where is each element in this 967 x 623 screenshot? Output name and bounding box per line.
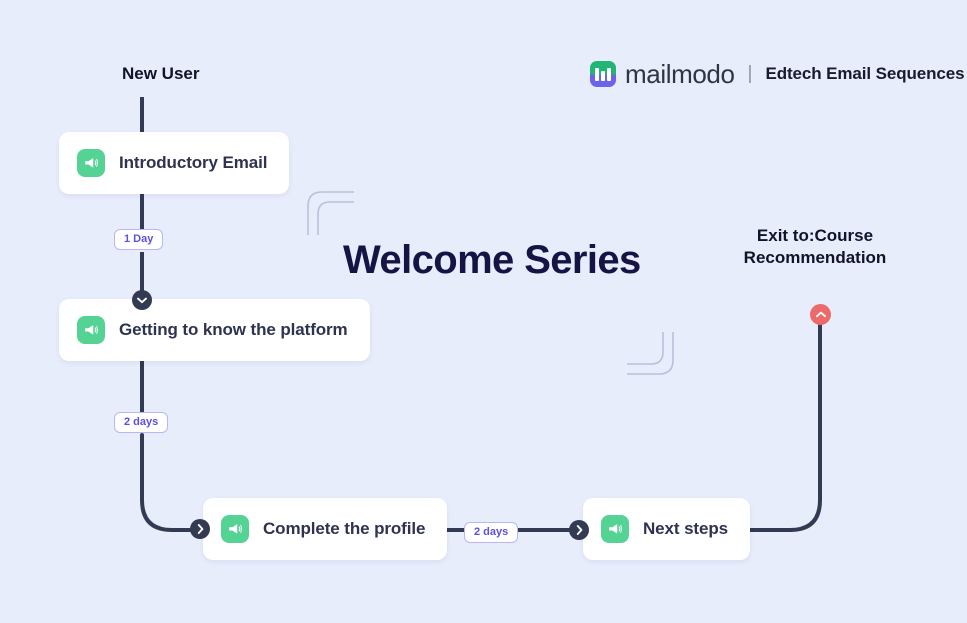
megaphone-icon — [221, 515, 249, 543]
node-introductory-email[interactable]: Introductory Email — [59, 132, 290, 194]
brand-separator: | — [747, 63, 753, 84]
chevron-right-icon[interactable] — [190, 519, 210, 539]
exit-label-line1: Exit to:Course — [756, 226, 874, 245]
exit-label-line2: Recommendation — [743, 248, 887, 267]
mailmodo-logo-icon — [590, 61, 616, 87]
delay-badge[interactable]: 1 Day — [114, 229, 164, 250]
flow-title: Welcome Series — [343, 238, 641, 282]
brand-subtitle: Edtech Email Sequences — [765, 64, 965, 83]
megaphone-icon — [77, 149, 105, 177]
node-complete-the-profile[interactable]: Complete the profile — [203, 498, 448, 560]
decorative-corner-bracket-bottom-right — [627, 332, 674, 375]
entry-label: New User — [122, 64, 200, 83]
node-getting-to-know-the-platform[interactable]: Getting to know the platform — [59, 299, 370, 361]
delay-badge[interactable]: 2 days — [114, 412, 169, 433]
node-label: Complete the profile — [263, 519, 426, 538]
node-label: Introductory Email — [119, 153, 268, 172]
chevron-right-icon[interactable] — [569, 520, 589, 540]
exit-label: Exit to:Course Recommendation — [735, 225, 895, 269]
node-label: Next steps — [643, 519, 728, 538]
decorative-corner-bracket-top-left — [307, 191, 354, 235]
brand-name: mailmodo — [625, 58, 735, 89]
node-next-steps[interactable]: Next steps — [583, 498, 750, 560]
node-label: Getting to know the platform — [119, 320, 348, 339]
megaphone-icon — [77, 316, 105, 344]
megaphone-icon — [601, 515, 629, 543]
delay-badge[interactable]: 2 days — [464, 522, 519, 543]
chevron-down-icon[interactable] — [132, 290, 152, 310]
chevron-up-icon[interactable] — [810, 304, 831, 325]
brand-header: mailmodo | Edtech Email Sequences — [590, 58, 965, 90]
